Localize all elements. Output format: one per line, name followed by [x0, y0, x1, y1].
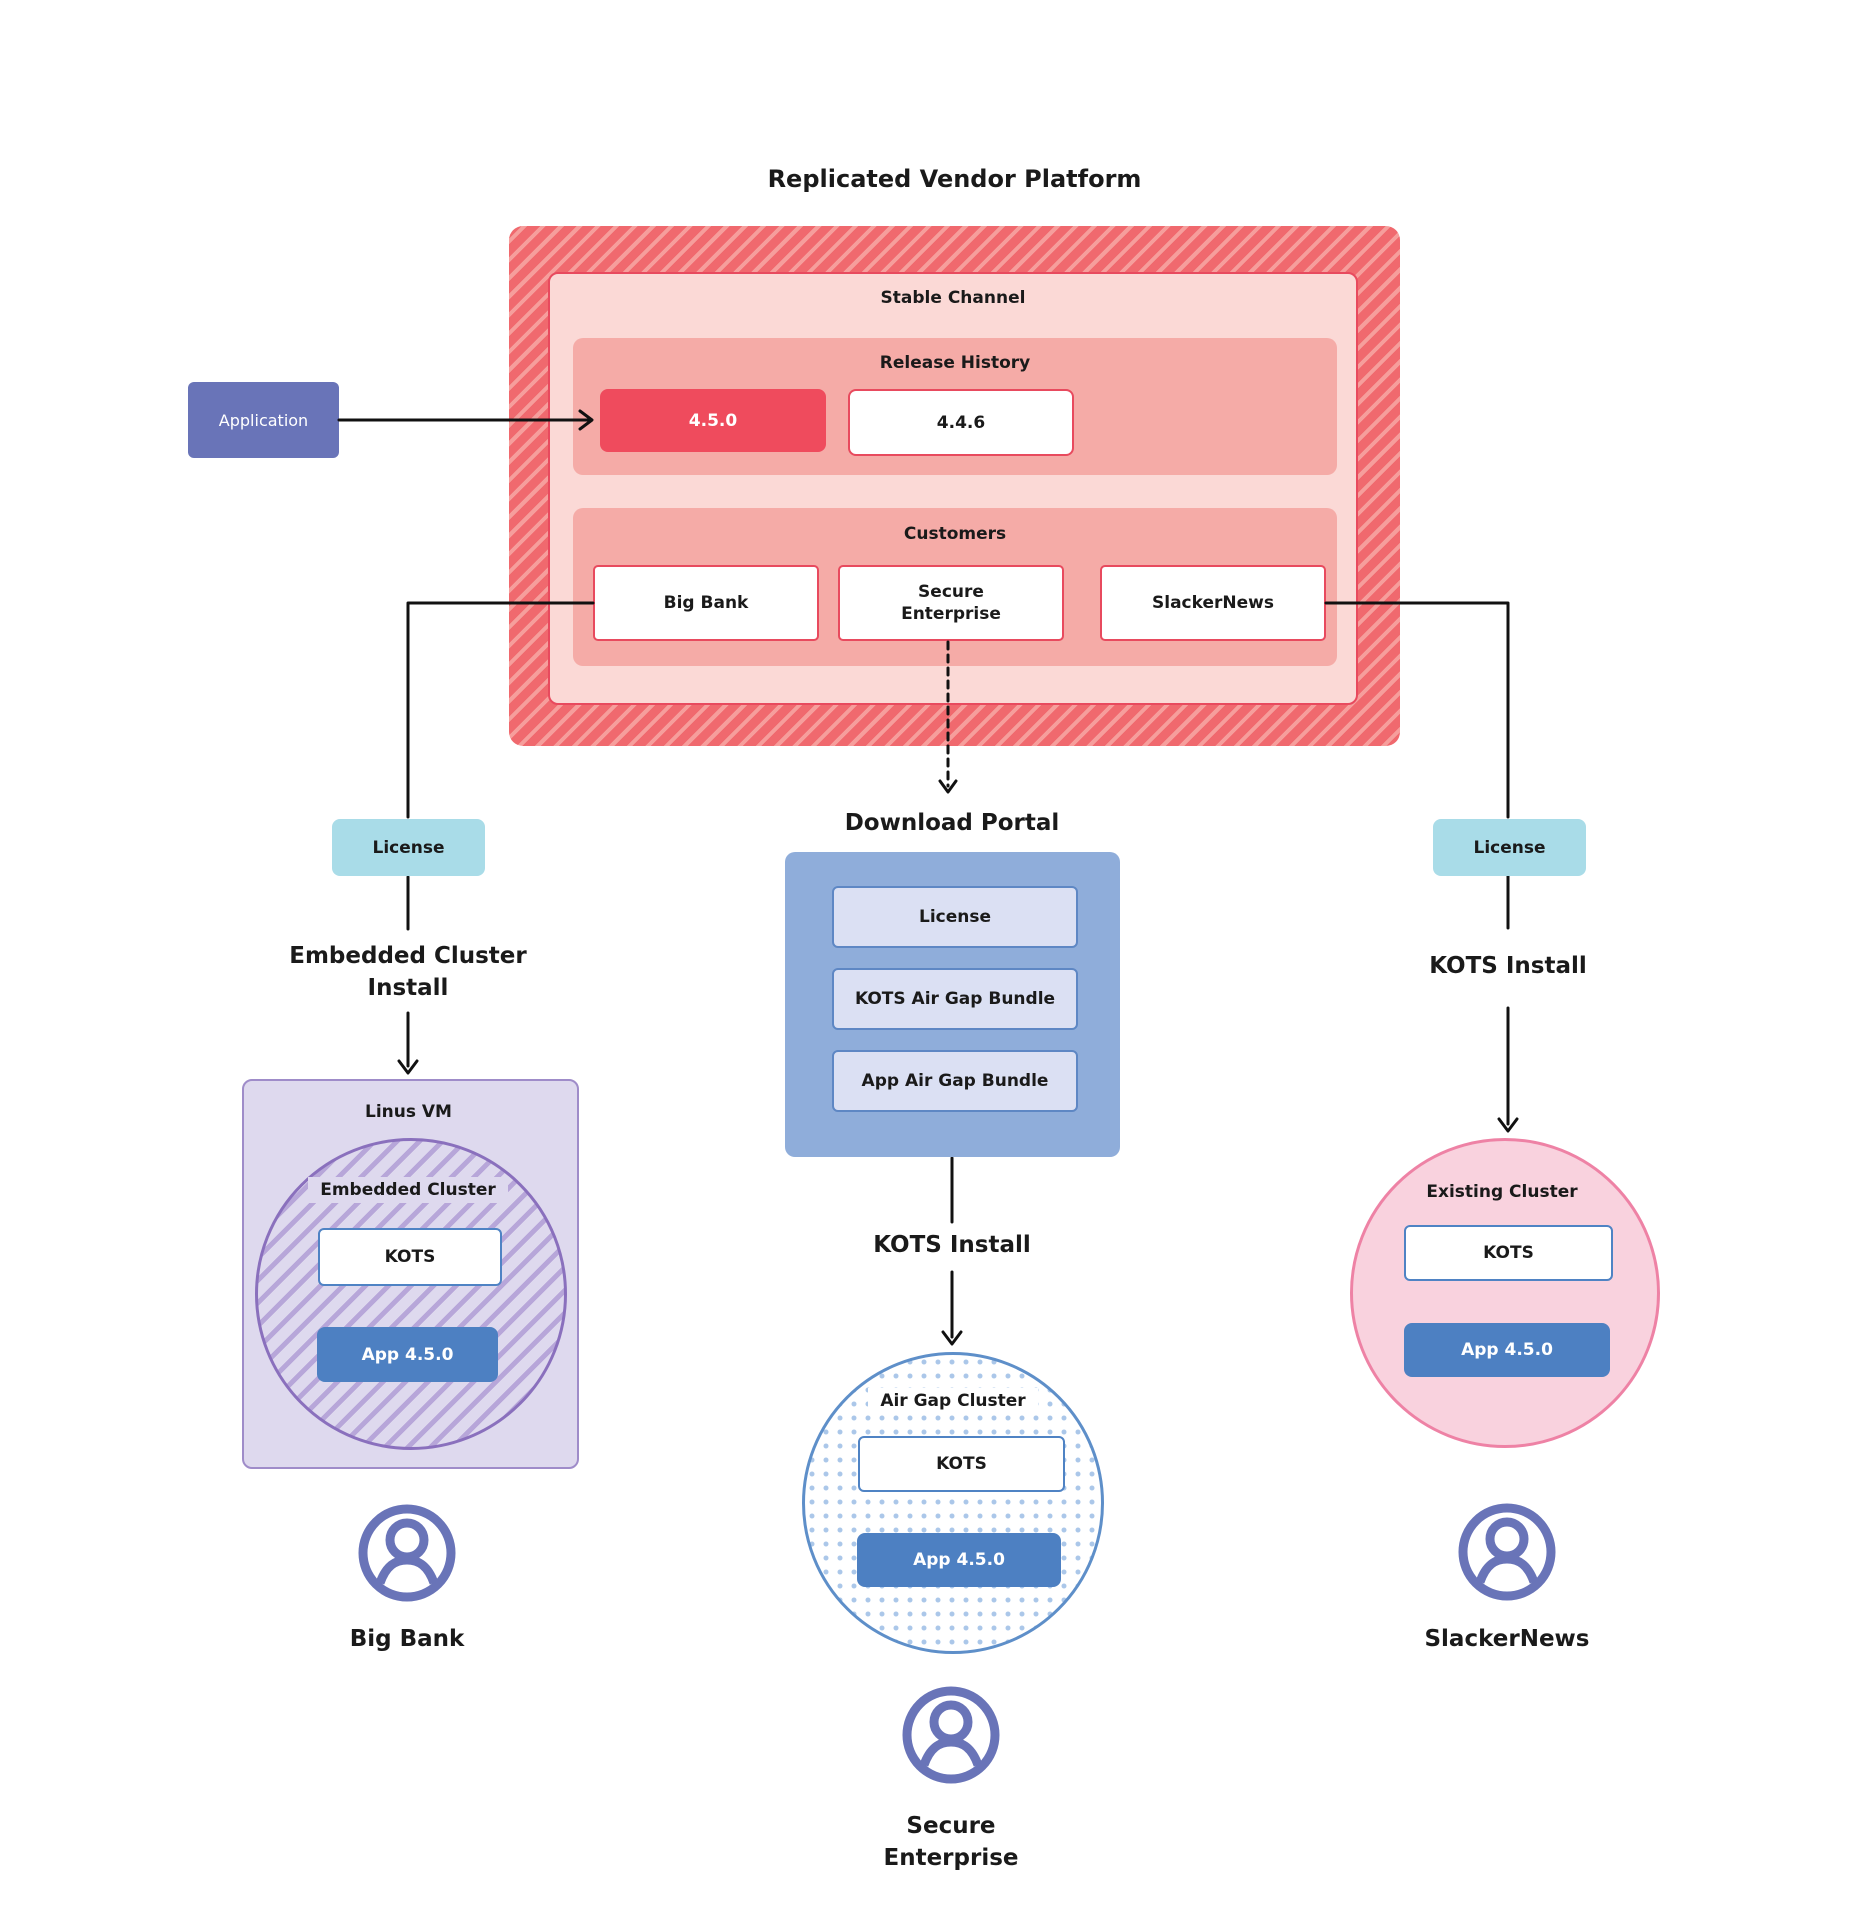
app-box-left: App 4.5.0: [317, 1327, 498, 1382]
portal-item-kots-air-gap-bundle: KOTS Air Gap Bundle: [832, 968, 1078, 1030]
release-box-4-4-6: 4.4.6: [848, 389, 1074, 456]
customer-box-slackernews: SlackerNews: [1100, 565, 1326, 641]
portal-item-app-air-gap-bundle: App Air Gap Bundle: [832, 1050, 1078, 1112]
user-icon: [902, 1686, 1000, 1784]
embedded-cluster-install-label: Embedded Cluster Install: [289, 943, 527, 1001]
embedded-cluster-label-text: Embedded Cluster: [308, 1177, 508, 1203]
kots-install-label-middle: KOTS Install: [873, 1232, 1031, 1259]
kots-box-right: KOTS: [1404, 1225, 1613, 1281]
app-box-middle: App 4.5.0: [857, 1533, 1061, 1587]
customer-box-secure-enterprise: Secure Enterprise: [838, 565, 1064, 641]
stable-channel-label: Stable Channel: [880, 288, 1026, 308]
customers-label: Customers: [903, 524, 1007, 544]
persona-label-slackernews: SlackerNews: [1424, 1626, 1590, 1653]
kots-box-left: KOTS: [318, 1228, 502, 1286]
air-gap-cluster-label-text: Air Gap Cluster: [868, 1388, 1038, 1414]
persona-label-big-bank: Big Bank: [349, 1626, 465, 1653]
kots-box-middle: KOTS: [858, 1436, 1065, 1492]
user-icon: [358, 1504, 456, 1602]
persona-icon-slackernews: [1457, 1502, 1557, 1602]
existing-cluster-circle: [1350, 1138, 1660, 1448]
linus-vm-label: Linus VM: [365, 1102, 452, 1122]
persona-label-secure-enterprise: Secure Enterprise: [883, 1813, 1019, 1871]
persona-icon-big-bank: [357, 1503, 457, 1603]
existing-cluster-label: Existing Cluster: [1426, 1182, 1578, 1202]
release-box-4-5-0: 4.5.0: [600, 389, 826, 452]
user-icon: [1458, 1503, 1556, 1601]
air-gap-cluster-label: Air Gap Cluster: [803, 1388, 1103, 1414]
release-history-label: Release History: [879, 353, 1031, 373]
license-badge-right: License: [1433, 819, 1586, 876]
diagram-title: Replicated Vendor Platform: [767, 165, 1142, 193]
download-portal-title: Download Portal: [844, 810, 1060, 837]
portal-item-license: License: [832, 886, 1078, 948]
customer-box-big-bank: Big Bank: [593, 565, 819, 641]
persona-icon-secure-enterprise: [901, 1685, 1001, 1785]
license-badge-left: License: [332, 819, 485, 876]
kots-install-label-right: KOTS Install: [1429, 953, 1587, 980]
app-box-right: App 4.5.0: [1404, 1323, 1610, 1377]
embedded-cluster-label: Embedded Cluster: [258, 1177, 558, 1203]
application-box: Application: [188, 382, 339, 458]
